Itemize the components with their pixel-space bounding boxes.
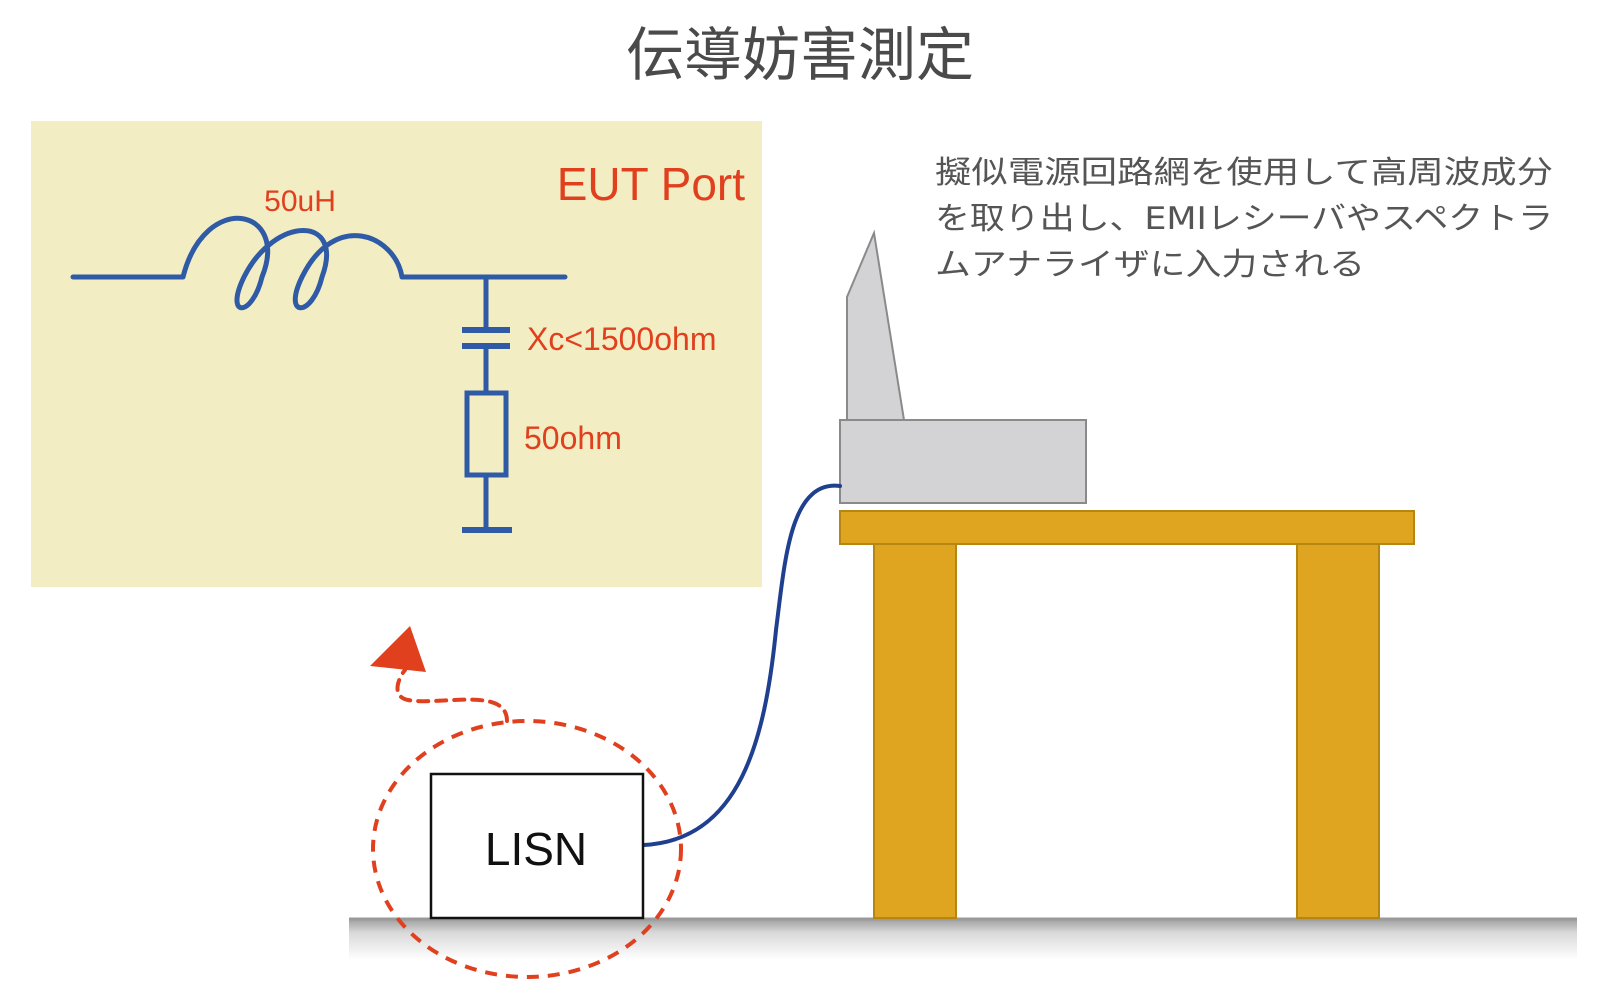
page-title: 伝導妨害測定: [626, 21, 974, 89]
lisn-body: [429, 772, 645, 920]
floor: [349, 918, 1577, 960]
description-line-2: を取り出し、EMIレシーバやスペクトラ: [935, 201, 1553, 237]
lisn-label: LISN: [485, 823, 587, 875]
circuit-panel-background: [31, 121, 762, 587]
eut-screen: [846, 229, 906, 421]
lisn-highlight-ellipse: [371, 719, 683, 979]
connection-arrow-line: [395, 668, 509, 723]
equipment-under-test: [839, 229, 1087, 504]
description-line-3: ムアナライザに入力される: [935, 247, 1365, 283]
inductor-coil: [70, 216, 568, 310]
eut-base: [839, 419, 1087, 504]
resistor-label: 50ohm: [524, 420, 622, 456]
connection-arrow-head: [370, 626, 426, 672]
description-block: 擬似電源回路網を使用して高周波成分 を取り出し、EMIレシーバやスペクトラ ムア…: [935, 155, 1553, 283]
table-top: [839, 510, 1415, 545]
test-table: [839, 510, 1415, 919]
power-cable: [642, 483, 842, 847]
inductor-label: 50uH: [264, 185, 336, 218]
circuit-panel: EUT Port 50uH Xc<1500ohm 50ohm: [31, 121, 762, 587]
capacitor-label: Xc<1500ohm: [527, 321, 716, 357]
table-leg-right: [1296, 543, 1380, 919]
table-leg-left: [873, 543, 957, 919]
description-line-1: 擬似電源回路網を使用して高周波成分: [935, 155, 1553, 191]
lisn-box: LISN: [429, 772, 645, 920]
eut-port-label: EUT Port: [557, 158, 746, 210]
